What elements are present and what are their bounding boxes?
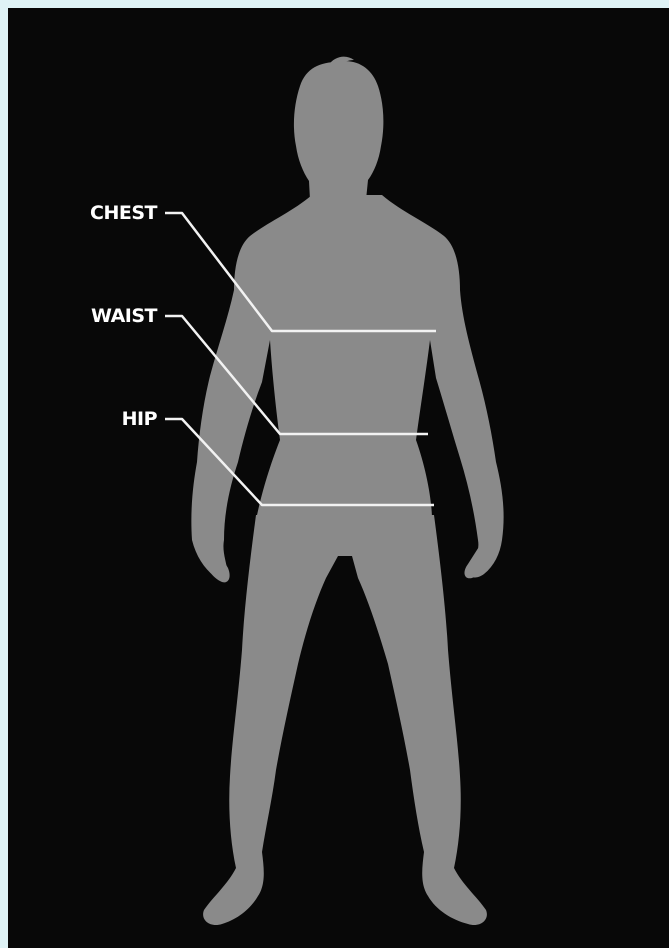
body-silhouette: [191, 57, 503, 925]
legs: [203, 515, 487, 925]
chest-label: CHEST: [90, 202, 158, 224]
hip-label: HIP: [122, 408, 158, 430]
waist-label: WAIST: [91, 305, 158, 327]
head: [294, 61, 383, 200]
